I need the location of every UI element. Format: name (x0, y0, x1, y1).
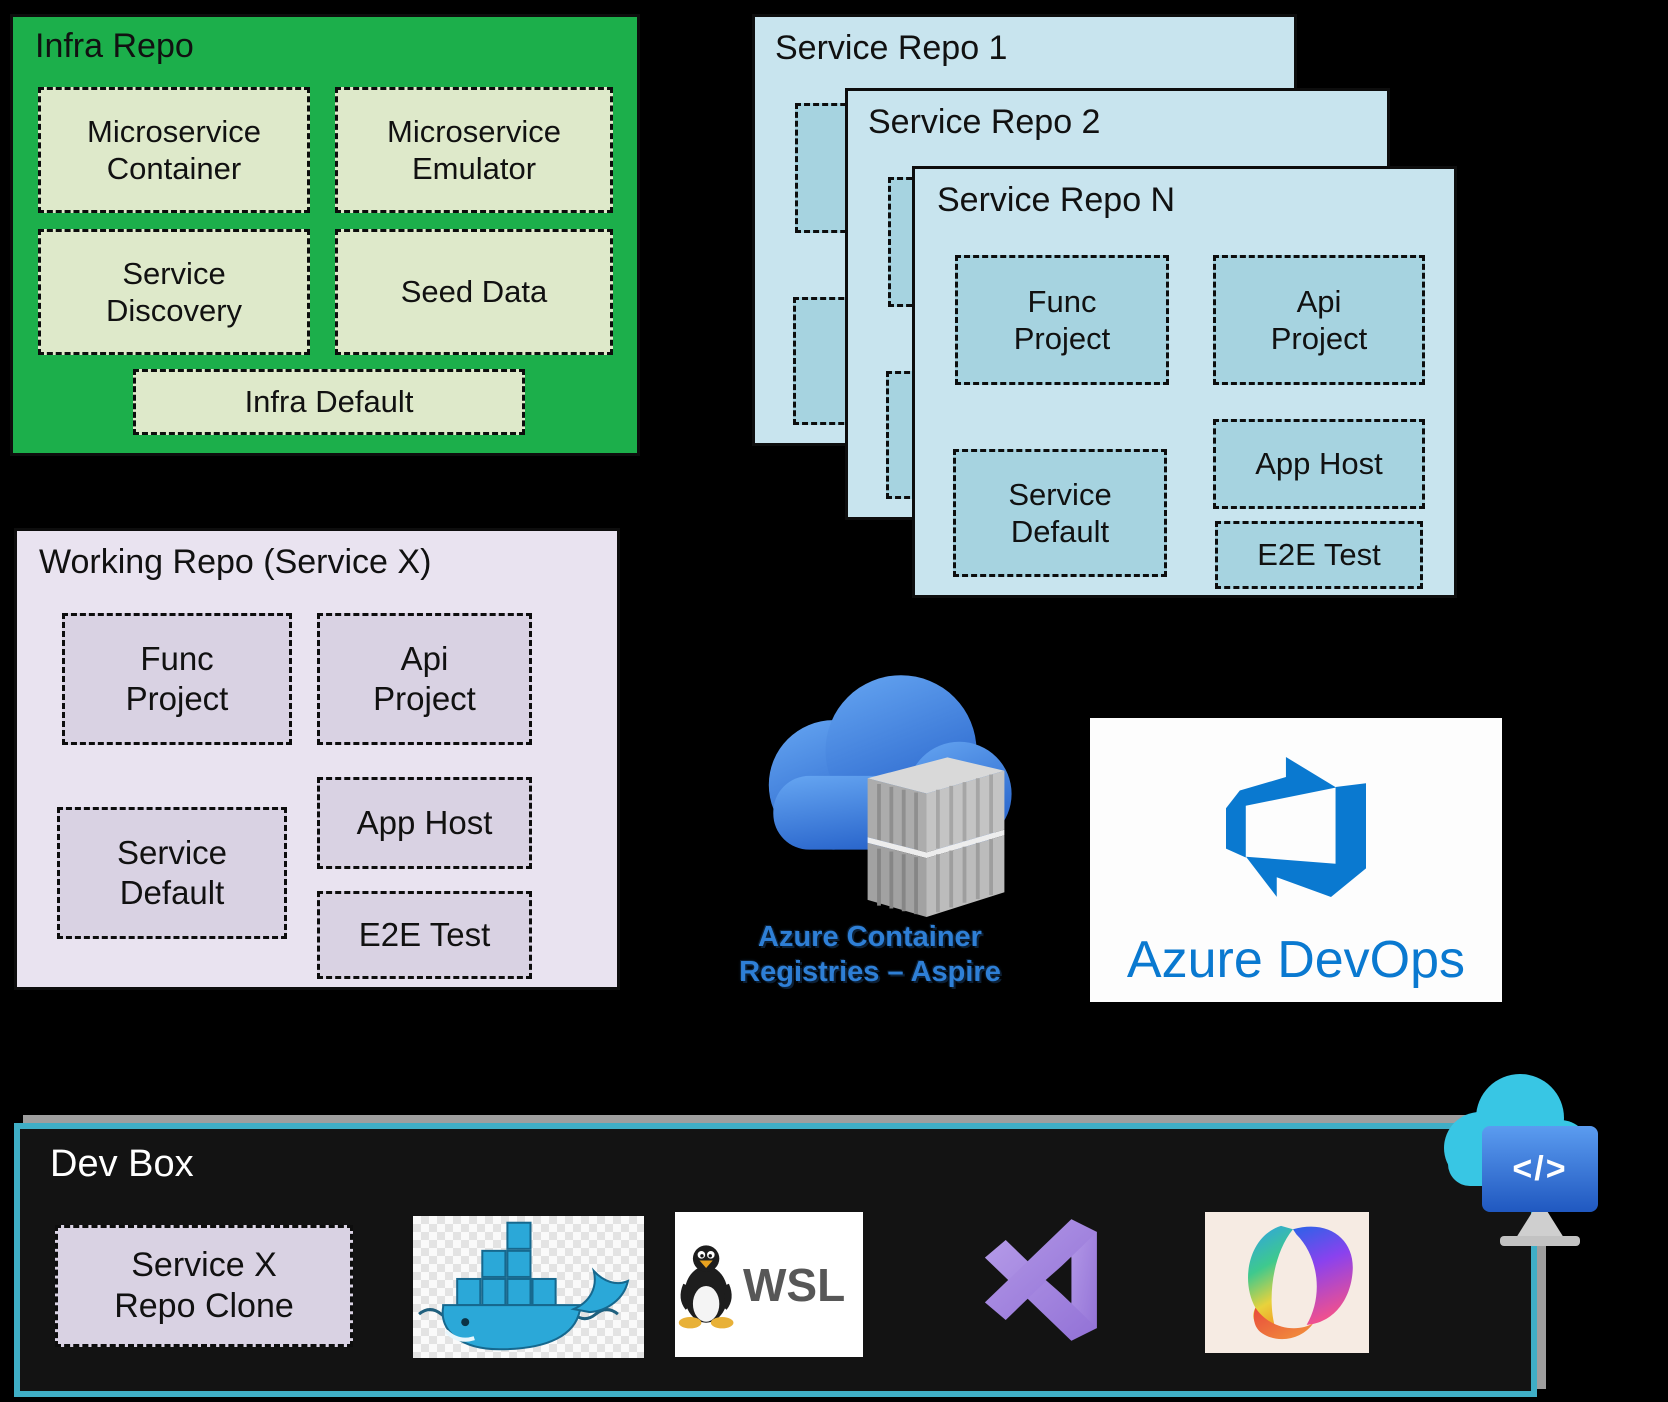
api-project-box: Api Project (1213, 255, 1425, 385)
linux-tux-icon (678, 1244, 734, 1328)
infra-repo-title: Infra Repo (35, 27, 194, 65)
azure-devops-label: Azure DevOps (1126, 931, 1466, 989)
working-repo-title: Working Repo (Service X) (39, 543, 432, 581)
wsl-logo-tile: WSL (675, 1212, 863, 1357)
service-discovery-label: Service Discovery (105, 255, 243, 328)
service-default-box: Service Default (953, 449, 1167, 577)
code-glyph: </> (1512, 1149, 1568, 1188)
monitor-stand-base (1500, 1236, 1580, 1246)
azure-devops-tile: Azure DevOps (1090, 718, 1502, 1002)
acr-caption: Azure Container Registries – Aspire (700, 920, 1040, 990)
e2e-test-label: E2E Test (1257, 537, 1381, 573)
infra-default-box: Infra Default (133, 369, 525, 435)
visual-studio-icon (984, 1219, 1097, 1341)
app-host-label: App Host (1255, 446, 1383, 482)
dev-box-cloud-icon: </> (1418, 1062, 1618, 1252)
api-project-label: Api Project (1270, 283, 1368, 356)
copilot-logo-tile (1205, 1212, 1369, 1353)
acr-caption-line1: Azure Container (758, 921, 982, 953)
service-repo-n-panel: Service Repo N Func Project Api Project … (912, 166, 1457, 598)
wsl-label: WSL (743, 1258, 846, 1311)
service-default-box: Service Default (57, 807, 287, 939)
service-repo-1-title: Service Repo 1 (775, 29, 1008, 67)
api-project-label: Api Project (373, 640, 476, 717)
func-project-box: Func Project (62, 613, 292, 745)
microservice-container-label: Microservice Container (87, 113, 261, 186)
monitor-stand (1516, 1212, 1564, 1238)
dev-box-title: Dev Box (50, 1143, 194, 1185)
acr-containers-icon (867, 757, 1005, 917)
e2e-test-box: E2E Test (317, 891, 532, 979)
docker-logo-tile (413, 1216, 644, 1358)
service-default-label: Service Default (1008, 476, 1112, 549)
e2e-test-box: E2E Test (1215, 521, 1423, 589)
func-project-label: Func Project (1013, 283, 1111, 356)
microservice-container-box: Microservice Container (38, 87, 310, 213)
acr-caption-line2: Registries – Aspire (739, 956, 1001, 988)
microservice-emulator-label: Microservice Emulator (387, 113, 561, 186)
seed-data-box: Seed Data (335, 229, 613, 355)
func-project-label: Func Project (125, 640, 229, 717)
copilot-icon (1248, 1225, 1353, 1339)
app-host-label: App Host (356, 804, 493, 842)
e2e-test-label: E2E Test (358, 916, 491, 954)
service-x-repo-clone-label: Service X Repo Clone (114, 1246, 294, 1325)
service-repo-2-title: Service Repo 2 (868, 103, 1101, 141)
service-x-repo-clone-box: Service X Repo Clone (55, 1225, 353, 1347)
azure-devops-logo (1226, 757, 1366, 897)
app-host-box: App Host (1213, 419, 1425, 509)
working-repo-panel: Working Repo (Service X) Func Project Ap… (14, 528, 620, 990)
service-default-label: Service Default (116, 834, 228, 911)
func-project-box: Func Project (955, 255, 1169, 385)
microservice-emulator-box: Microservice Emulator (335, 87, 613, 213)
seed-data-label: Seed Data (400, 274, 548, 310)
code-monitor-icon: </> (1482, 1126, 1598, 1212)
app-host-box: App Host (317, 777, 532, 869)
infra-default-label: Infra Default (244, 384, 414, 420)
infra-repo-panel: Infra Repo Microservice Container Micros… (10, 14, 640, 456)
api-project-box: Api Project (317, 613, 532, 745)
visual-studio-logo-tile (920, 1200, 1165, 1360)
service-repo-n-title: Service Repo N (937, 181, 1176, 219)
dev-box-panel: Dev Box Service X Repo Clone (14, 1123, 1537, 1397)
service-discovery-box: Service Discovery (38, 229, 310, 355)
docker-whale-icon (418, 1221, 630, 1351)
